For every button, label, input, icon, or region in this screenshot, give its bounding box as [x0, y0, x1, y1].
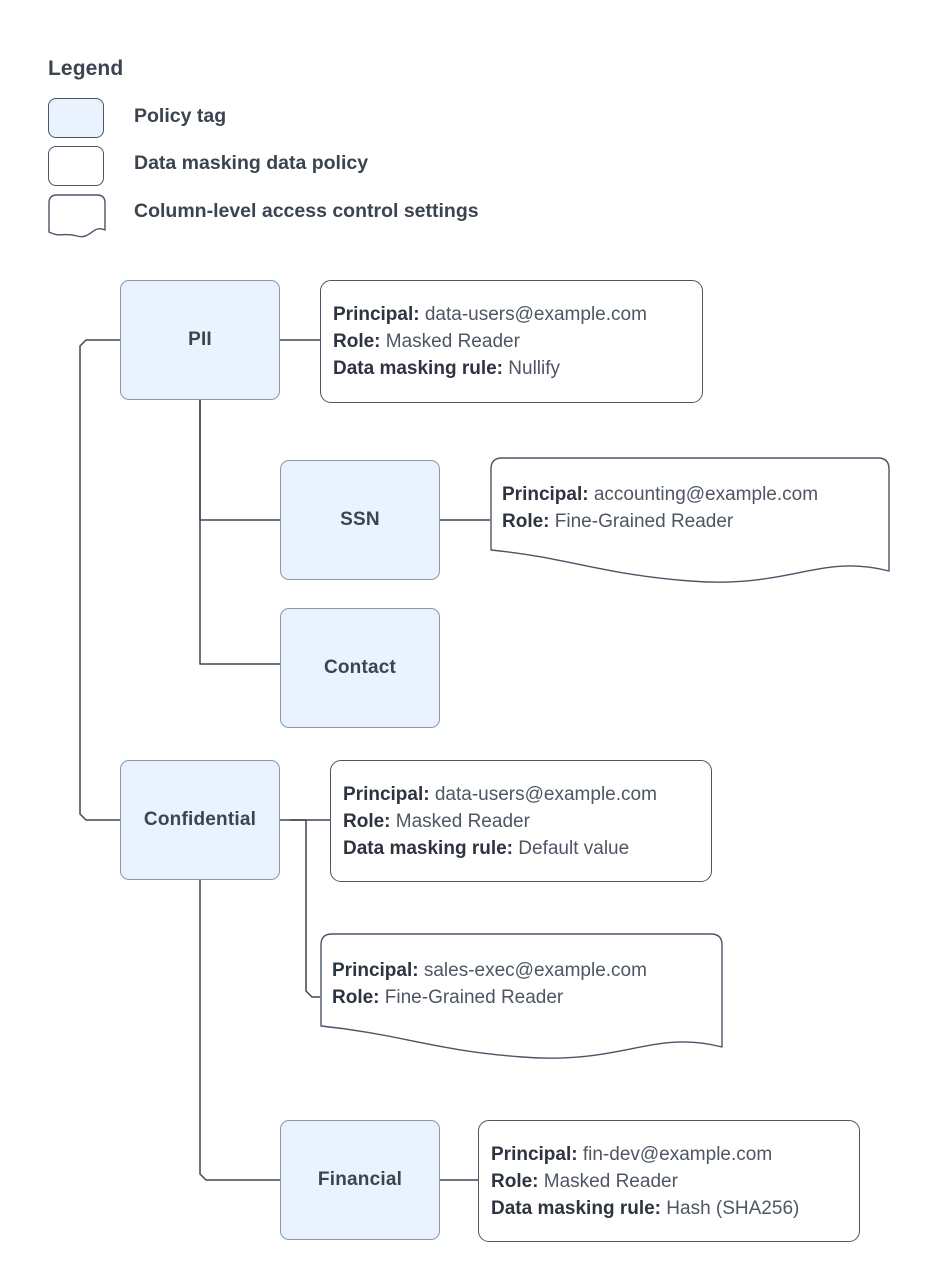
connector-pii-to-contact: [199, 400, 280, 665]
policy-value-role: Fine-Grained Reader: [384, 987, 564, 1008]
policy-label-principal: Principal:: [491, 1143, 578, 1165]
policy-label-role: Role:: [343, 810, 391, 832]
policy-value-principal: data-users@example.com: [434, 783, 657, 805]
policy-line-role: Role: Fine-Grained Reader: [332, 984, 647, 1011]
policy-label-role: Role:: [333, 331, 381, 352]
policy-line-principal: Principal: data-users@example.com: [343, 781, 711, 808]
policy-box-confidential-masking[interactable]: Principal: data-users@example.com Role: …: [330, 760, 712, 882]
policy-line-principal: Principal: data-users@example.com: [333, 301, 702, 328]
legend-swatch-policy-tag: [48, 98, 104, 138]
policy-box-pii-masking[interactable]: Principal: data-users@example.com Role: …: [320, 280, 703, 403]
connector-pii-to-ssn: [199, 400, 280, 521]
policy-line-principal: Principal: sales-exec@example.com: [332, 957, 647, 984]
tag-node-contact[interactable]: Contact: [280, 608, 440, 728]
policy-line-masking-rule: Data masking rule: Default value: [343, 835, 711, 862]
legend-swatch-data-policy: [48, 146, 104, 186]
policy-value-role: Masked Reader: [395, 810, 530, 832]
tag-node-ssn[interactable]: SSN: [280, 460, 440, 580]
policy-line-role: Role: Masked Reader: [343, 808, 711, 835]
policy-label-role: Role:: [502, 511, 550, 532]
legend-swatch-access-control: [48, 194, 106, 240]
policy-line-principal: Principal: accounting@example.com: [502, 481, 818, 508]
policy-line-role: Role: Fine-Grained Reader: [502, 508, 818, 535]
tag-node-financial[interactable]: Financial: [280, 1120, 440, 1240]
policy-label-role: Role:: [332, 987, 380, 1008]
legend-label-policy-tag: Policy tag: [134, 105, 227, 127]
policy-value-masking-rule: Nullify: [508, 358, 561, 379]
connector-root-spine: [79, 339, 120, 821]
policy-line-role: Role: Masked Reader: [491, 1168, 859, 1195]
connector-confidential-to-financial: [199, 880, 280, 1181]
tag-node-pii[interactable]: PII: [120, 280, 280, 400]
policy-line-role: Role: Masked Reader: [333, 328, 702, 355]
policy-label-principal: Principal:: [343, 783, 430, 805]
policy-label-principal: Principal:: [502, 484, 589, 505]
policy-label-principal: Principal:: [333, 304, 420, 325]
policy-line-principal: Principal: fin-dev@example.com: [491, 1141, 859, 1168]
policy-line-masking-rule: Data masking rule: Nullify: [333, 355, 702, 382]
policy-label-masking-rule: Data masking rule:: [333, 358, 503, 379]
legend-title: Legend: [48, 57, 124, 80]
policy-value-masking-rule: Hash (SHA256): [666, 1197, 800, 1219]
legend-label-access-control: Column-level access control settings: [134, 200, 479, 222]
policy-value-principal: sales-exec@example.com: [423, 960, 647, 981]
policy-label-masking-rule: Data masking rule:: [343, 837, 513, 859]
policy-box-ssn-access[interactable]: Principal: accounting@example.com Role: …: [490, 457, 890, 585]
policy-label-role: Role:: [491, 1170, 539, 1192]
policy-value-principal: data-users@example.com: [424, 304, 647, 325]
policy-label-principal: Principal:: [332, 960, 419, 981]
policy-label-masking-rule: Data masking rule:: [491, 1197, 661, 1219]
legend-label-data-policy: Data masking data policy: [134, 152, 369, 174]
tag-node-confidential[interactable]: Confidential: [120, 760, 280, 880]
policy-box-financial-masking[interactable]: Principal: fin-dev@example.com Role: Mas…: [478, 1120, 860, 1242]
policy-value-principal: accounting@example.com: [593, 484, 819, 505]
policy-value-principal: fin-dev@example.com: [582, 1143, 773, 1165]
policy-value-masking-rule: Default value: [518, 837, 630, 859]
policy-value-role: Masked Reader: [385, 331, 520, 352]
connector-confidential-to-access-policy: [290, 819, 320, 998]
policy-value-role: Masked Reader: [543, 1170, 678, 1192]
policy-box-confidential-access[interactable]: Principal: sales-exec@example.com Role: …: [320, 933, 723, 1061]
policy-line-masking-rule: Data masking rule: Hash (SHA256): [491, 1195, 859, 1222]
policy-value-role: Fine-Grained Reader: [554, 511, 734, 532]
